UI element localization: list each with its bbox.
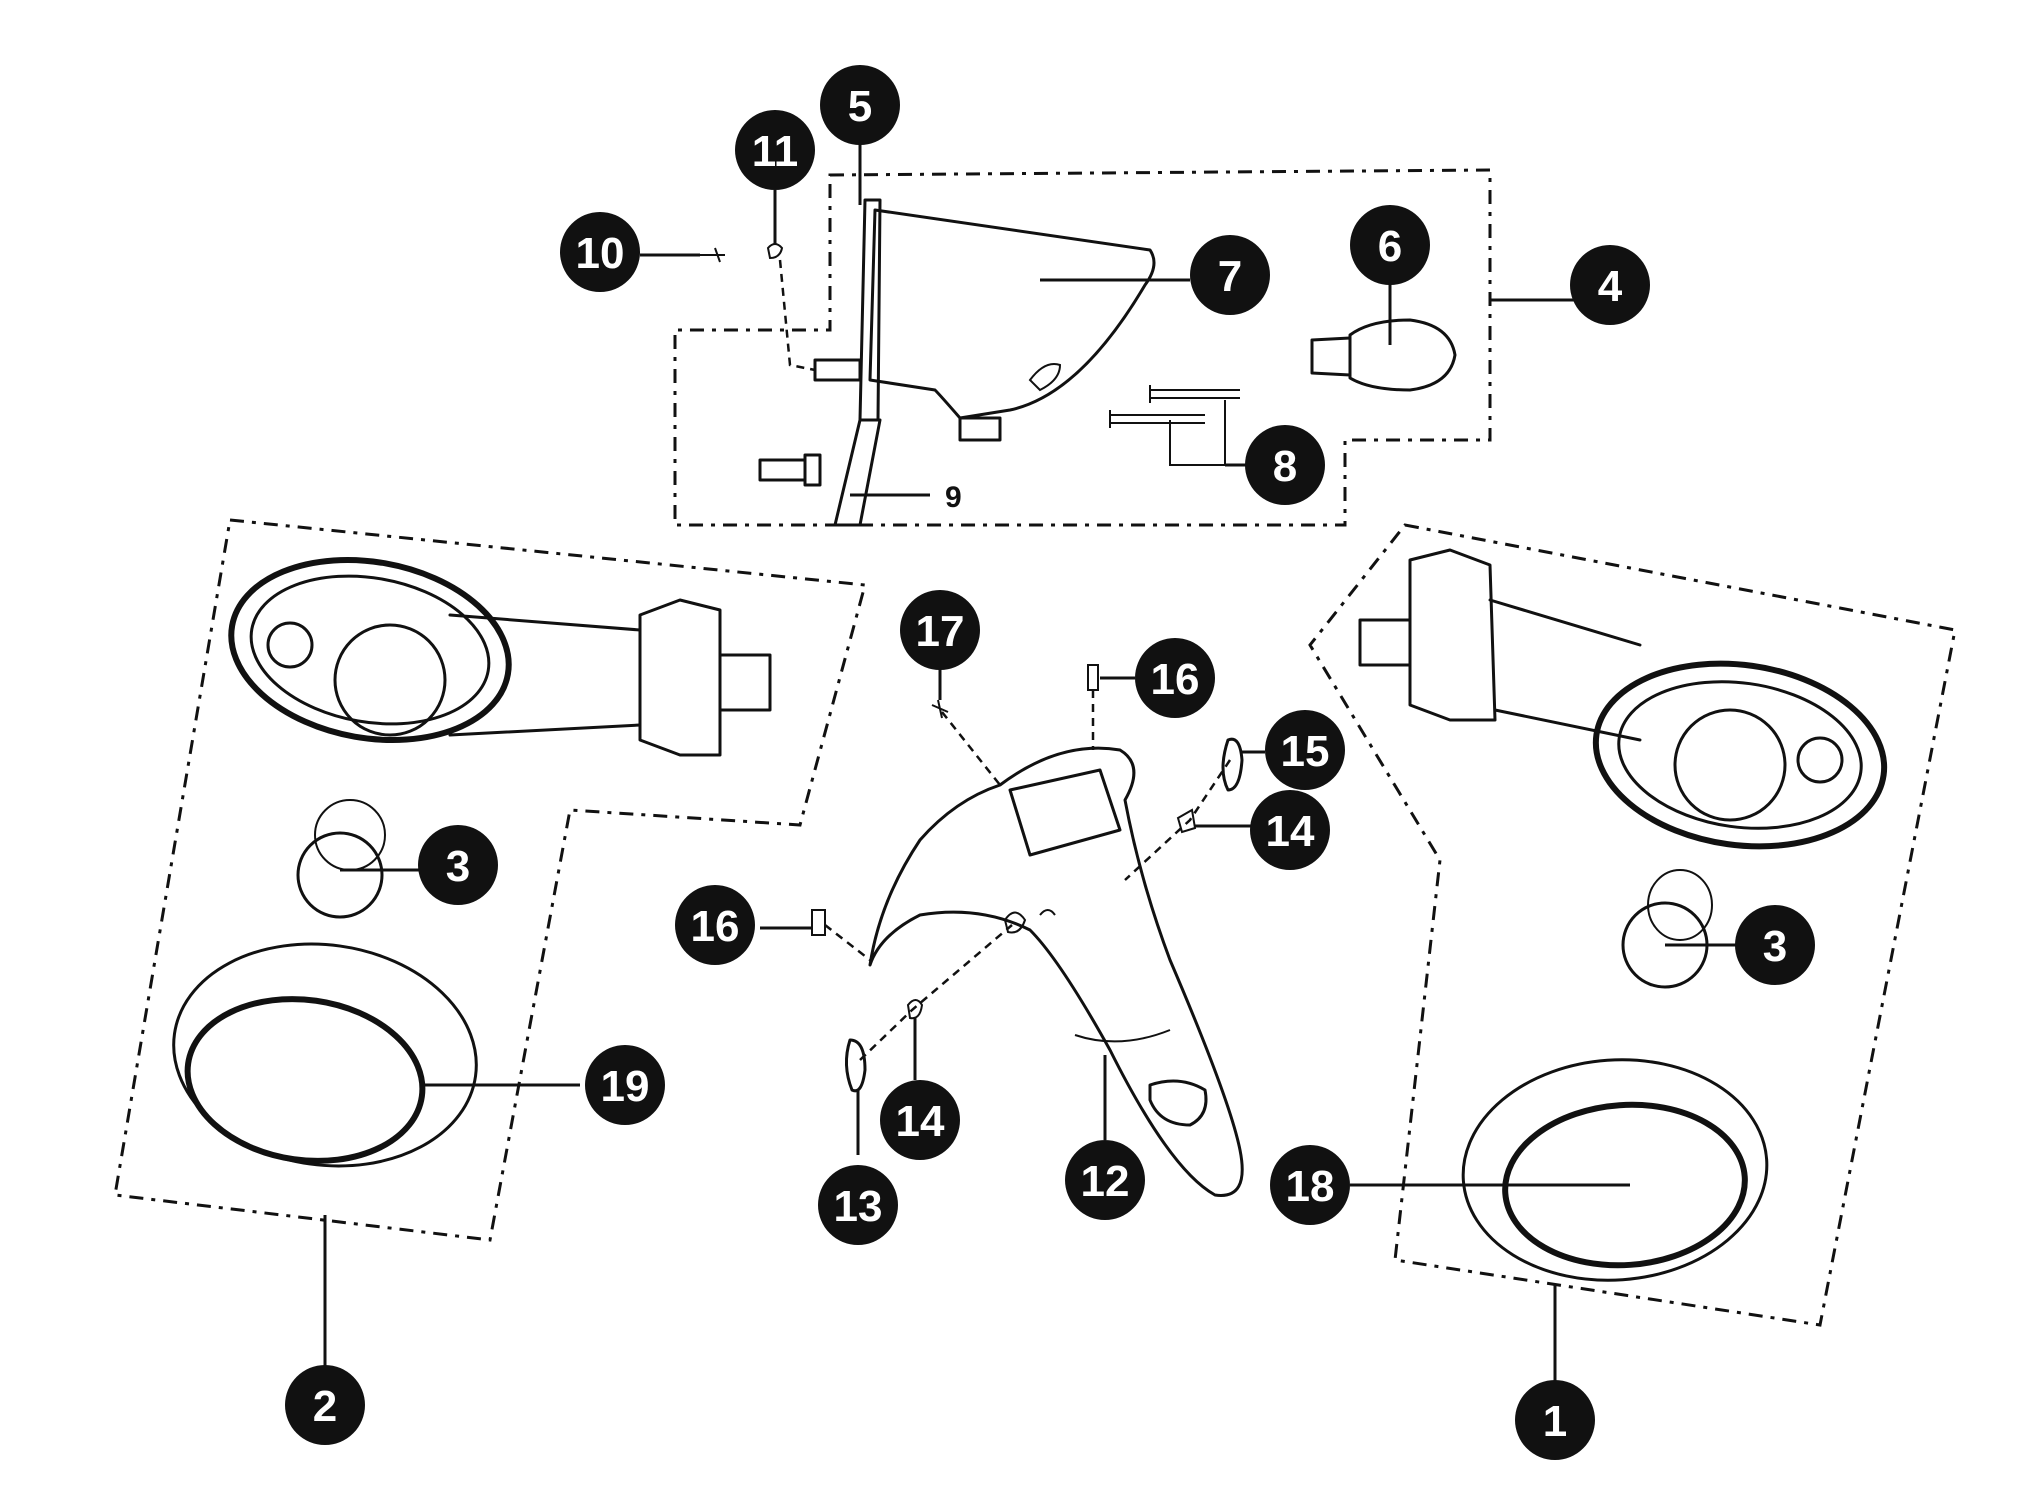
headlight-shell-window — [1028, 363, 1062, 392]
callout-19: 19 — [585, 1045, 665, 1125]
washer-13 — [845, 1038, 867, 1093]
left-signal-stem-end — [718, 653, 772, 712]
callout-1: 1 — [1515, 1380, 1595, 1460]
callout-12-label: 12 — [1081, 1157, 1130, 1206]
callout-8-label: 8 — [1273, 442, 1297, 491]
callout-3-left-label: 3 — [446, 842, 470, 891]
callout-18: 18 — [1270, 1145, 1350, 1225]
left-signal-bulb-socket — [333, 623, 447, 737]
assembly-line-17 — [941, 711, 1001, 786]
fender-12-window — [1148, 1079, 1208, 1127]
right-signal-housing-outer — [1592, 660, 1888, 850]
callout-5: 5 — [820, 65, 900, 145]
nut-11 — [766, 243, 784, 260]
left-signal-housing-outer — [228, 556, 512, 744]
headlight-bracket-lower — [833, 418, 882, 527]
callout-3-right-label: 3 — [1763, 922, 1787, 971]
left-signal-stem — [448, 613, 642, 737]
callout-5-label: 5 — [848, 82, 872, 131]
callout-2-label: 2 — [313, 1382, 337, 1431]
group-4-outline — [673, 168, 1492, 527]
nut-14-right — [1176, 808, 1197, 834]
callout-3-right: 3 — [1735, 905, 1815, 985]
screw-8a — [1149, 385, 1240, 403]
right-signal-bulb-socket — [1673, 708, 1787, 822]
callout-6-label: 6 — [1378, 222, 1402, 271]
callout-13-label: 13 — [834, 1182, 883, 1231]
callout-1-label: 1 — [1543, 1397, 1567, 1446]
headlight-shell-mount — [958, 416, 1002, 442]
callout-14-lower: 14 — [880, 1080, 960, 1160]
screw-8b — [1109, 410, 1205, 428]
callout-4-label: 4 — [1598, 262, 1623, 311]
callout-16-top-label: 16 — [1151, 655, 1200, 704]
right-lens-18-inner — [1502, 1101, 1748, 1269]
fender-12-edge — [1074, 1029, 1171, 1043]
callout-12: 12 — [1065, 1140, 1145, 1220]
callout-19-label: 19 — [601, 1062, 650, 1111]
right-signal-stem — [1488, 598, 1642, 742]
callout-11: 11 — [735, 110, 815, 190]
left-signal-housing-inner — [249, 574, 491, 726]
callout-18-label: 18 — [1286, 1162, 1335, 1211]
left-bulb-3 — [296, 831, 384, 919]
screw-10 — [700, 247, 725, 263]
headlight-shell — [868, 208, 1156, 420]
bracket-pin — [813, 358, 862, 382]
right-signal-stem-end — [1358, 618, 1412, 667]
headlight-bracket — [858, 198, 882, 422]
callout-13: 13 — [818, 1165, 898, 1245]
callout-11-label: 11 — [752, 127, 799, 176]
fender-grommets — [1003, 909, 1056, 934]
headlight-bulb-glass — [1348, 318, 1457, 392]
callout-4: 4 — [1570, 245, 1650, 325]
callout-17-label: 17 — [916, 607, 965, 656]
assembly-line-16-left — [824, 924, 871, 961]
callout-14-right-label: 14 — [1266, 807, 1315, 856]
screw-8-bracket — [1169, 400, 1226, 466]
callout-15: 15 — [1265, 710, 1345, 790]
left-lens-19-inner — [184, 996, 426, 1164]
fender-12 — [868, 746, 1244, 1197]
washer-15 — [1221, 737, 1244, 792]
callout-15-label: 15 — [1281, 727, 1330, 776]
screw-17 — [931, 699, 949, 719]
clip-16-left — [811, 909, 826, 936]
callout-16-left: 16 — [675, 885, 755, 965]
callout-7: 7 — [1190, 235, 1270, 315]
callout-8: 8 — [1245, 425, 1325, 505]
callout-14-lower-label: 14 — [896, 1097, 945, 1146]
callout-14-right: 14 — [1250, 790, 1330, 870]
callout-7-label: 7 — [1218, 252, 1242, 301]
fender-12-bracket — [1008, 768, 1122, 857]
callout-3-left: 3 — [418, 825, 498, 905]
left-signal-small-bulb — [266, 621, 314, 669]
callout-6: 6 — [1350, 205, 1430, 285]
fastener-dash-line — [778, 259, 816, 372]
left-lens-19-outer — [172, 942, 478, 1168]
callout-2: 2 — [285, 1365, 365, 1445]
callout-16-left-label: 16 — [691, 902, 740, 951]
right-lens-18-outer — [1461, 1058, 1769, 1282]
callout-10-label: 10 — [576, 229, 625, 278]
group-1-outline — [1308, 523, 1957, 1327]
callout-10: 10 — [560, 212, 640, 292]
assembly-line-15-14 — [1124, 759, 1232, 881]
right-signal-small-bulb — [1796, 736, 1844, 784]
callout-16-top: 16 — [1135, 638, 1215, 718]
part-label-9: 9 — [945, 481, 962, 514]
right-signal-stem-collar — [1408, 548, 1497, 722]
callout-17: 17 — [900, 590, 980, 670]
right-signal-housing-inner — [1617, 680, 1863, 830]
bolt-9 — [758, 453, 822, 487]
nut-14-lower — [906, 999, 924, 1020]
headlight-bulb — [1310, 336, 1352, 377]
assembly-line-13-14 — [859, 924, 1013, 1061]
clip-16-top — [1087, 664, 1099, 691]
left-signal-stem-collar — [638, 598, 722, 757]
